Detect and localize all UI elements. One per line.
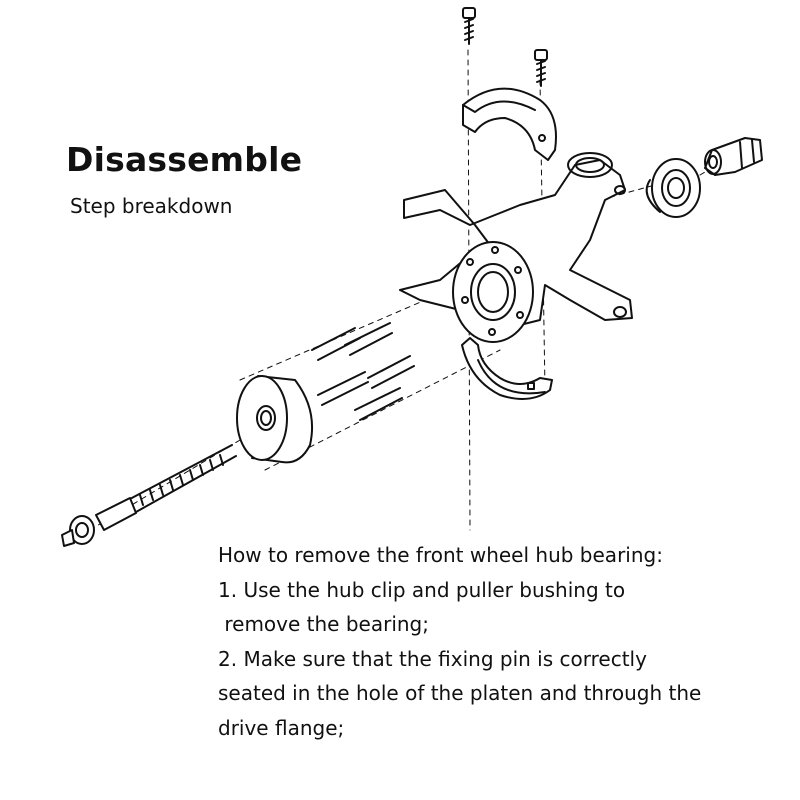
steering-knuckle-icon <box>399 152 633 343</box>
page-subtitle: Step breakdown <box>70 194 233 218</box>
bolt-icon <box>534 49 548 87</box>
instruction-line: 1. Use the hub clip and puller bushing t… <box>218 577 626 602</box>
instruction-line: remove the bearing; <box>218 612 429 636</box>
bearing-icon <box>645 158 701 218</box>
puller-disc-icon <box>236 375 314 464</box>
instruction-line: seated in the hole of the platen and thr… <box>218 681 702 705</box>
instruction-text: How to remove the front wheel hub bearin… <box>218 538 701 745</box>
bolt-icon <box>462 7 476 45</box>
instruction-line: How to remove the front wheel hub bearin… <box>218 543 663 567</box>
half-clamp-icon <box>462 87 557 161</box>
half-clamp-icon <box>461 337 553 400</box>
threaded-spindle-icon <box>61 444 237 547</box>
instruction-line: 2. Make sure that the fixing pin is corr… <box>218 646 647 671</box>
instruction-line: drive flange; <box>218 715 345 740</box>
nut-icon <box>704 137 763 176</box>
pin-icon <box>311 322 415 421</box>
page-title: Disassemble <box>66 140 303 179</box>
